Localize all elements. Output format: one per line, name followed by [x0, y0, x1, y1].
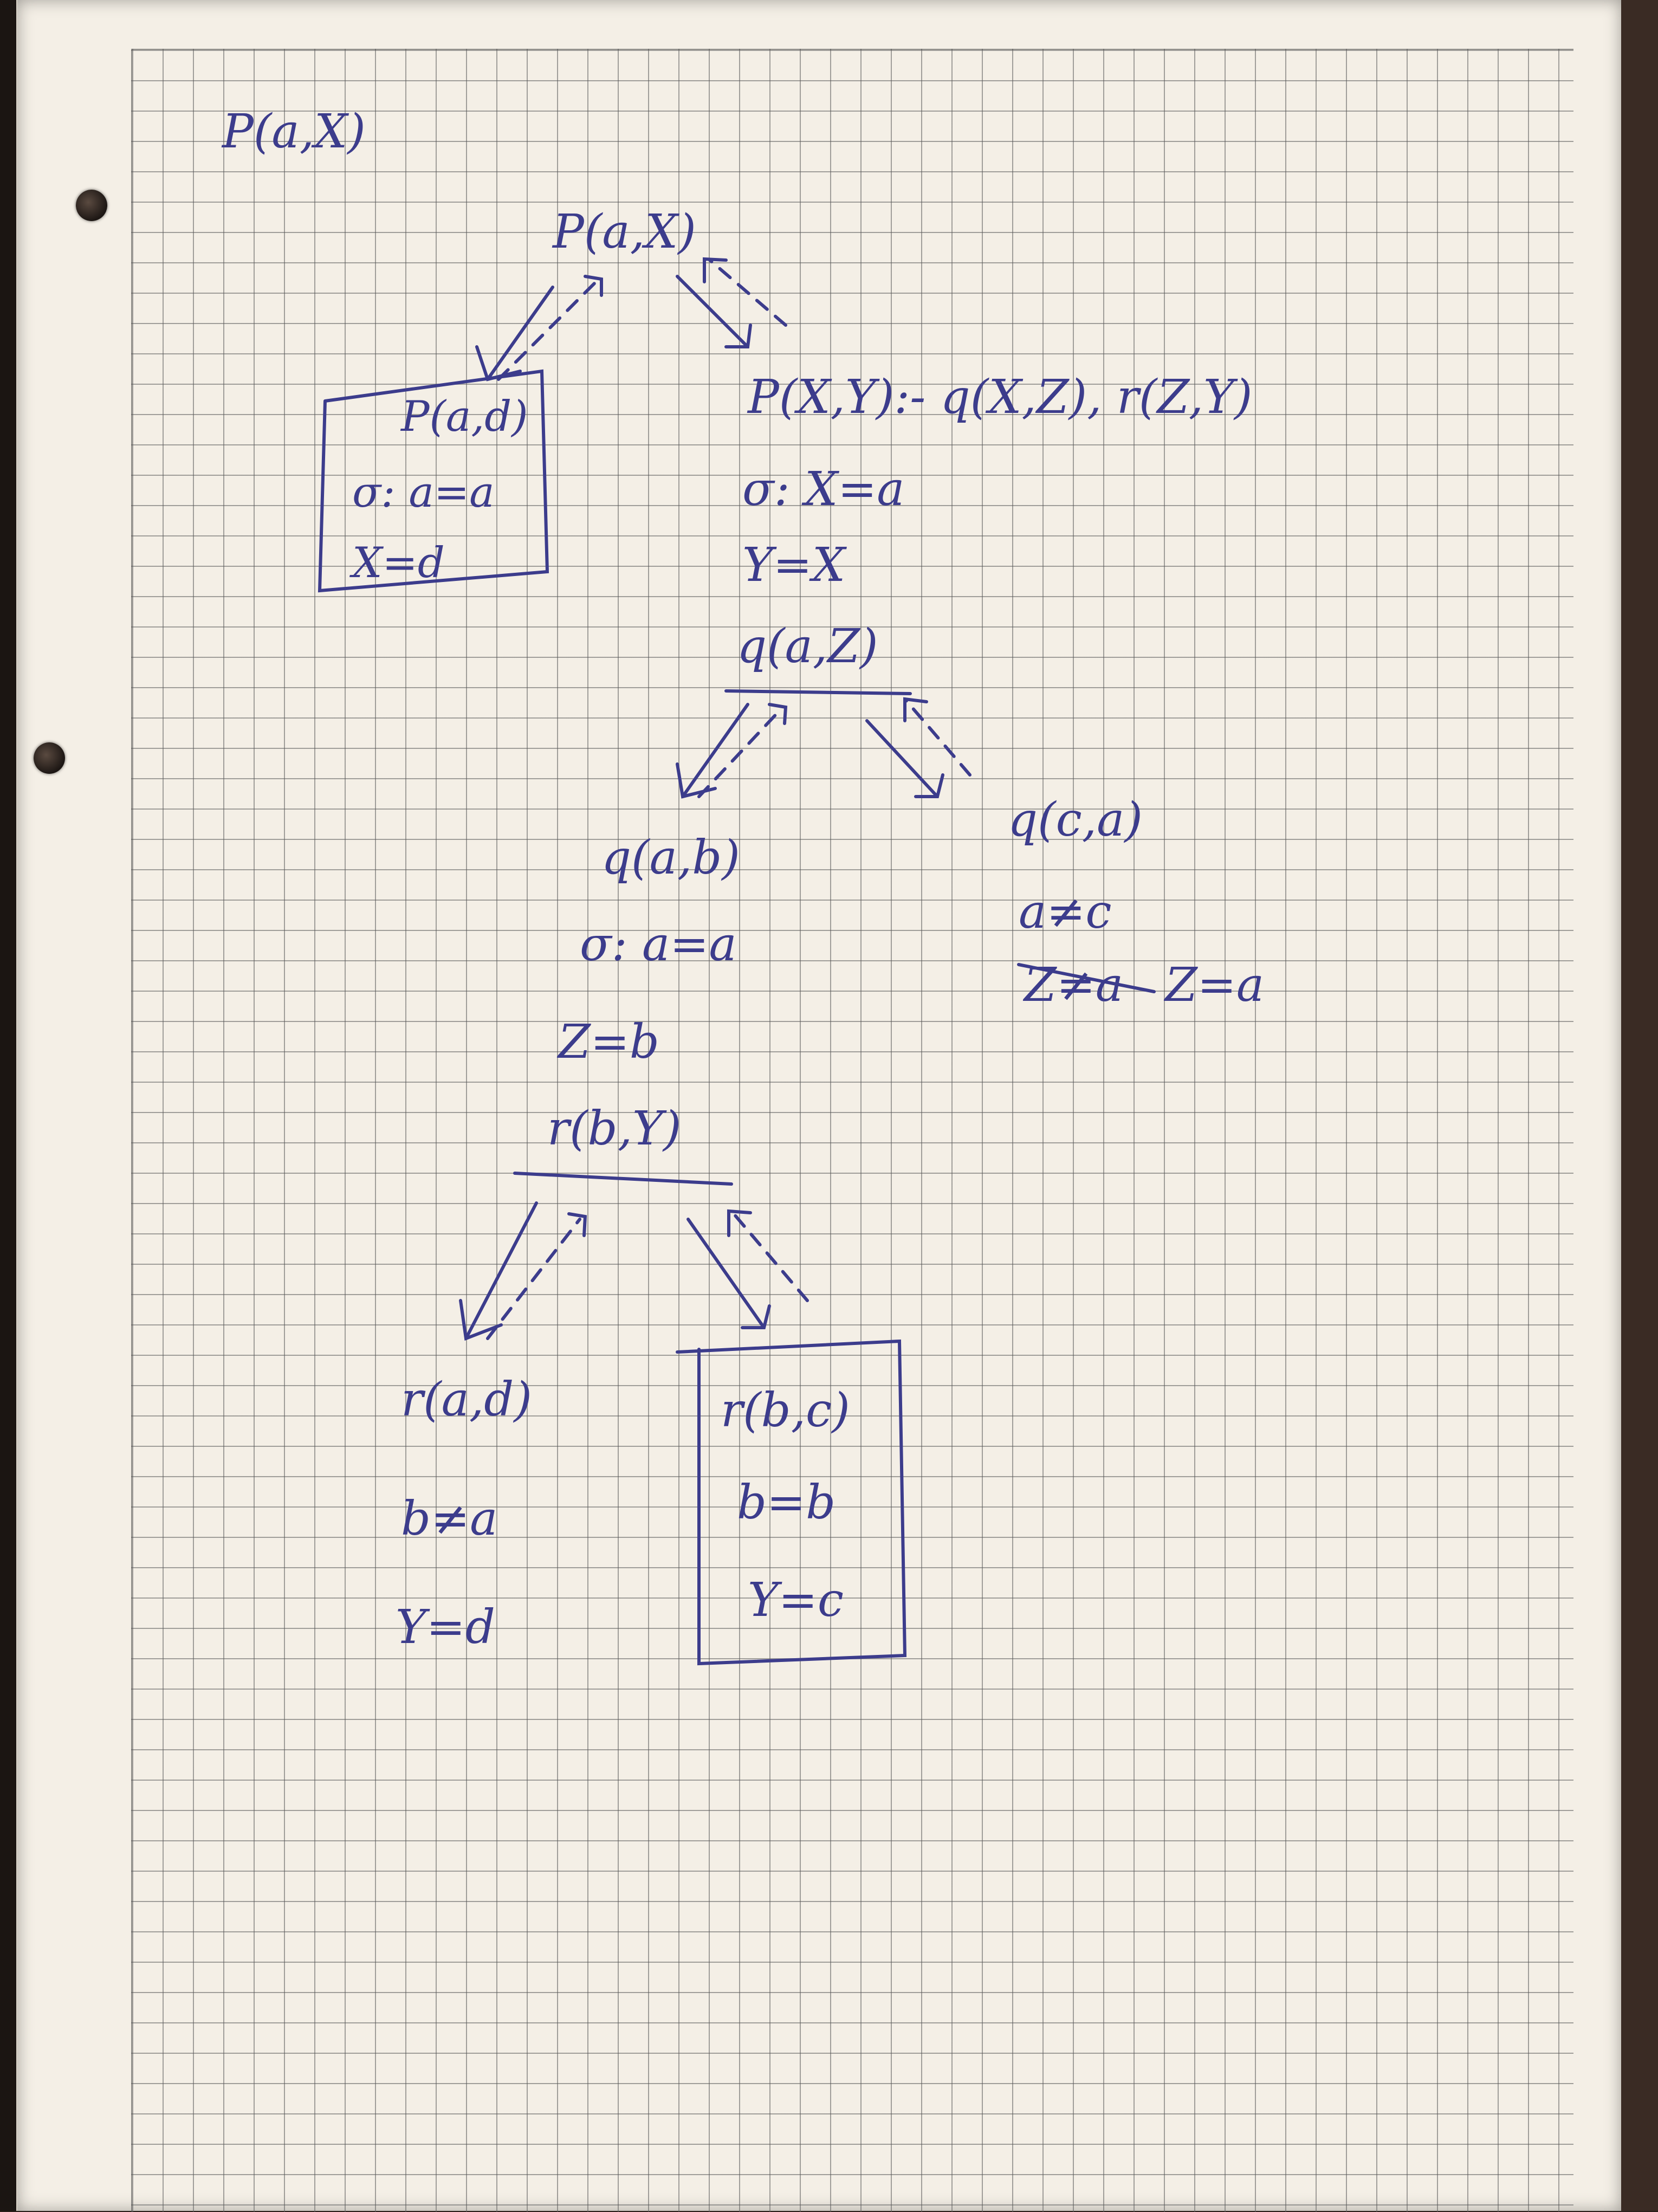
arrow-root-right-up: [708, 258, 787, 327]
underline-r-goal: [513, 1172, 733, 1186]
underline-q-goal: [724, 689, 912, 695]
left-solution-box: [318, 369, 549, 593]
arrowhead-r-left-down: [459, 1299, 503, 1341]
graph-paper-sheet: [16, 0, 1621, 2212]
rule-clause: P(X,Y):- q(X,Z), r(Z,Y): [748, 370, 1253, 424]
r-right-binding: Y=c: [748, 1573, 844, 1627]
arrowhead-q-left-down: [676, 762, 717, 799]
r-right-fact: r(b,c): [721, 1383, 850, 1438]
right-solution-box: [676, 1339, 907, 1666]
arrowhead-q-right-up: [903, 697, 928, 722]
arrowhead-root-right-up: [703, 257, 728, 283]
subgoal-r: r(b,Y): [547, 1102, 682, 1156]
arrowhead-root-right-down: [724, 324, 752, 348]
arrow-q-right-down: [865, 719, 939, 798]
arrow-r-left-up: [486, 1218, 581, 1340]
rule-binding: Y=X: [742, 538, 846, 592]
arrowhead-r-left-up: [567, 1212, 587, 1237]
arrowhead-q-left-up: [768, 703, 788, 725]
subgoal-q: q(a,Z): [737, 619, 878, 674]
arrow-r-right-up: [730, 1210, 809, 1302]
rule-sigma: σ: X=a: [742, 462, 905, 516]
goal-label: P(a,X): [222, 105, 366, 159]
q-right-binding: Z=a: [1165, 958, 1265, 1012]
arrow-q-left-down: [681, 703, 749, 798]
strike-z-neq-a: [1017, 963, 1156, 993]
q-left-fact: q(a,b): [601, 831, 740, 885]
left-sigma: σ: a=a: [352, 468, 495, 517]
arrow-q-left-up: [697, 708, 782, 798]
arrow-root-left-down: [486, 286, 554, 381]
arrow-r-left-down: [464, 1201, 538, 1340]
arrow-r-right-down: [686, 1218, 766, 1329]
arrowhead-r-right-up: [727, 1209, 752, 1237]
punch-hole-top: [76, 190, 107, 221]
left-fact: P(a,d): [401, 392, 528, 441]
q-right-mismatch: a≠c: [1019, 885, 1112, 939]
q-left-binding: Z=b: [558, 1015, 659, 1069]
arrow-q-right-up: [903, 697, 972, 777]
arrowhead-root-left-up: [584, 275, 603, 297]
r-right-match: b=b: [737, 1476, 836, 1530]
arrowhead-r-right-down: [741, 1304, 771, 1329]
r-left-binding: Y=d: [396, 1600, 495, 1654]
arrow-root-left-up: [497, 280, 598, 381]
r-left-mismatch: b≠a: [401, 1492, 498, 1546]
q-right-fact: q(c,a): [1008, 793, 1143, 847]
grid-area: [131, 49, 1573, 2212]
q-right-struck: Z≠a: [1024, 958, 1124, 1012]
arrow-root-right-down: [676, 275, 749, 348]
root-node: P(a,X): [553, 205, 696, 259]
r-left-fact: r(a,d): [401, 1373, 532, 1427]
arrowhead-q-right-down: [914, 773, 944, 798]
q-left-sigma: σ: a=a: [580, 917, 737, 972]
punch-hole-middle: [34, 742, 65, 774]
left-binding: X=d: [352, 539, 445, 587]
